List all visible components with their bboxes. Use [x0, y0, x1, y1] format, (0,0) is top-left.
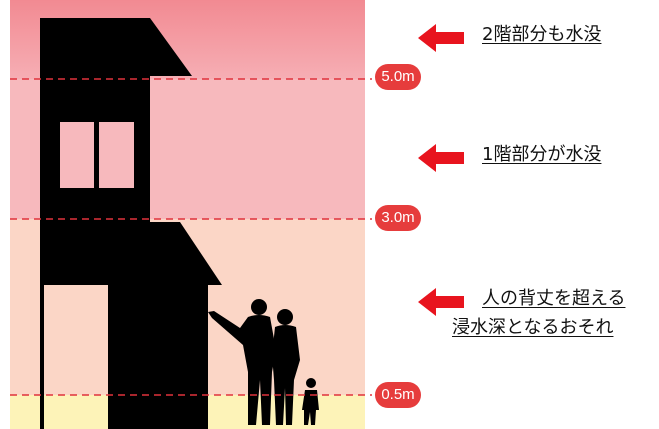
level-badge-bottom: 0.5m: [375, 382, 421, 408]
arrow-left-icon: [418, 24, 464, 52]
note-person-line2: 浸水深となるおそれ: [452, 317, 614, 338]
house-step-wall: [40, 222, 44, 429]
level-badge-top: 5.0m: [375, 64, 421, 90]
level-badge-middle: 3.0m: [375, 205, 421, 231]
house-step-cutout: [40, 285, 108, 395]
note-second-floor-text: 2階部分も水没: [482, 24, 602, 45]
arrow-left-icon: [418, 288, 464, 316]
note-person-height: 人の背丈を超える 浸水深となるおそれ: [418, 286, 625, 341]
house-step-cutout-ground: [40, 395, 108, 429]
window: [60, 122, 134, 188]
arrow-left-icon: [418, 144, 464, 172]
note-first-floor-text: 1階部分が水没: [482, 144, 602, 165]
note-person-line1: 人の背丈を超える: [482, 288, 626, 309]
note-second-floor: 2階部分も水没: [418, 22, 601, 52]
family-silhouette-icon: [208, 299, 319, 425]
note-first-floor: 1階部分が水没: [418, 142, 601, 172]
